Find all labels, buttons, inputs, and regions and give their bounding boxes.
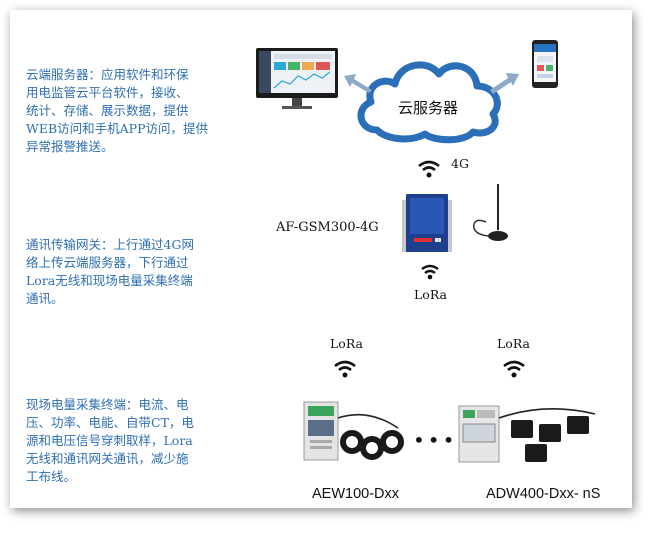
device-left-label: AEW100-Dxx [312,486,400,502]
desc-line: 源和电压信号穿刺取样，Lora [26,433,193,448]
desc-line: 工布线。 [26,469,77,484]
antenna-icon [473,184,508,241]
desc-line: 无线和通讯网关通讯，减少施 [26,451,189,466]
arrow-to-phone-icon [490,73,519,94]
desc-line: 异常报警推送。 [26,139,114,154]
gateway-device-icon [402,194,452,252]
signal-4g-label: 4G [451,156,469,171]
desc-line: WEB访问和手机APP访问，提供 [26,121,209,136]
cloud-icon [357,61,501,144]
wifi-lora-gateway-icon [421,264,439,280]
gateway-lora-label: LoRa [414,287,447,302]
wifi-lora-right-icon [503,360,525,378]
arrow-to-monitor-icon [344,74,372,93]
desc-line: 络上传云端服务器，下行通过 [26,255,189,270]
desc-line: 通讯传输网关：上行通过4G网 [26,237,194,252]
desktop-monitor-icon [256,48,338,109]
wifi-4g-icon [418,160,440,178]
lora-right-label: LoRa [497,336,530,351]
desc-line: 云端服务器：应用软件和环保 [26,67,189,82]
desc-line: 统计、存储、展示数据，提供 [26,103,189,118]
terminal-description: 现场电量采集终端：电流、电 压、功率、电能、自带CT，电 源和电压信号穿刺取样，… [26,396,194,486]
cloud-server-description: 云端服务器：应用软件和环保 用电监管云平台软件，接收、 统计、存储、展示数据，提… [26,66,208,156]
device-right-label: ADW400-Dxx- nS [486,486,601,502]
desc-line: 用电监管云平台软件，接收、 [26,85,189,100]
lora-left-label: LoRa [330,336,363,351]
desc-line: 通讯。 [26,291,64,306]
wifi-lora-left-icon [334,360,356,378]
ellipsis-dots: ••• [413,428,458,452]
desc-line: 压、功率、电能、自带CT，电 [26,415,194,430]
desc-line: Lora无线和现场电量采集终端 [26,273,193,288]
desc-line: 现场电量采集终端：电流、电 [26,397,189,412]
aew100-meter-icon [303,401,404,461]
cloud-label: 云服务器 [398,99,459,117]
gateway-model-label: AF-GSM300-4G [276,220,379,235]
gateway-description: 通讯传输网关：上行通过4G网 络上传云端服务器，下行通过 Lora无线和现场电量… [26,236,194,308]
adw400-meter-icon [458,405,596,463]
mobile-phone-icon [532,40,558,88]
